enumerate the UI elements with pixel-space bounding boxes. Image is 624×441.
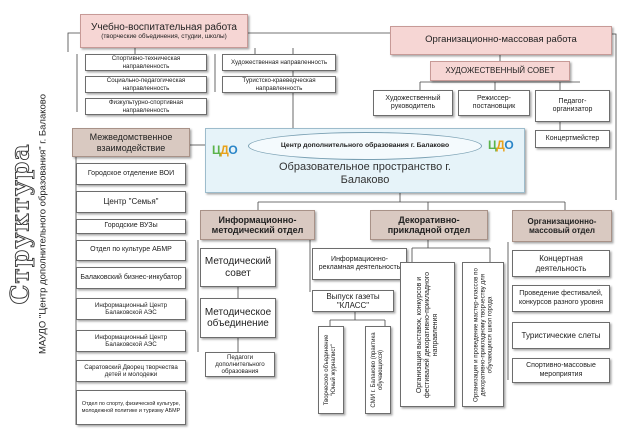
interdept-family: Центр "Семья" <box>76 191 186 213</box>
interdept-title-box: Межведомственное взаимодействие <box>72 128 190 157</box>
interdept-universities: Городские ВУЗы <box>76 219 186 234</box>
direction-sport: Физкультурно-спортивная направленность <box>85 98 207 115</box>
uv-work-subtitle: (творческие объединения, студии, школы) <box>101 33 227 41</box>
council-art-director: Художественный руководитель <box>373 90 453 116</box>
mass-festivals: Проведение фестивалей, конкурсов разного… <box>512 285 610 312</box>
mass-dept-title: Организационно-массовый отдел <box>512 210 612 242</box>
mass-tourism: Туристические слеты <box>512 322 610 349</box>
council-accompanist: Концертмейстер <box>535 130 610 148</box>
uv-left-line <box>67 32 80 52</box>
mass-concerts: Концертная деятельность <box>512 250 610 277</box>
structure-subtitle: МАУДО "Центр дополнительного образования… <box>37 93 49 355</box>
method-council: Методический совет <box>200 248 276 287</box>
om-right-line <box>612 33 617 200</box>
smi-box: СМИ г. Балаково (практика обучающихся) <box>365 326 391 414</box>
direction-tourism: Туристско-краеведческая направленность <box>222 76 336 93</box>
uv-work-box: Учебно-воспитательная работа (творческие… <box>80 14 248 48</box>
side-title-block: Структура <box>5 20 35 428</box>
newspaper-box: Выпуск газеты "КЛАСС" <box>312 290 394 312</box>
deco-dept-title: Декоративно-прикладной отдел <box>370 210 488 240</box>
interdept-culture: Отдел по культуре АБМР <box>76 240 186 261</box>
journalist-box: Творческое объединение "Юный журналист" <box>318 326 344 414</box>
side-subtitle-block: МАУДО "Центр дополнительного образования… <box>36 20 50 428</box>
interdept-nps-1: Информационный Центр Балаковской АЭС <box>76 298 186 320</box>
info-ad-box: Информационно-рекламная деятельность <box>312 248 407 280</box>
interdept-sport-dept: Отдел по спорту, физической культуре, мо… <box>76 390 186 425</box>
council-director: Режиссер-постановщик <box>458 90 530 116</box>
interdept-nps-2: Информационный Центр Балаковской АЭС <box>76 330 186 352</box>
uv-work-title: Учебно-воспитательная работа <box>91 21 237 33</box>
om-work-box: Организационно-массовая работа <box>390 26 612 55</box>
method-union: Методическое объединение <box>200 298 276 338</box>
exhibitions-box: Организация выставок, конкурсов и фестив… <box>400 262 455 407</box>
info-dept-title: Информационно-методический отдел <box>200 210 315 240</box>
interdept-voi: Городское отделение ВОИ <box>76 163 186 185</box>
direction-social-ped: Социально-педагогическая направленность <box>85 76 207 93</box>
direction-sport-tech: Спортивно-техническая направленность <box>85 54 207 71</box>
direction-art: Художественная направленность <box>222 54 336 71</box>
logo-right-icon: ЦДО <box>488 138 514 152</box>
logo-left-icon: ЦДО <box>212 143 238 157</box>
council-organizer: Педагог-организатор <box>535 90 610 122</box>
center-space-title: Образовательное пространство г. Балаково <box>279 161 451 186</box>
mass-sports: Спортивно-массовые мероприятия <box>512 358 610 383</box>
masterclasses-box: Организация и проведение мастер-классов … <box>462 262 504 407</box>
center-name-oval: Центр дополнительного образования г. Бал… <box>248 132 482 160</box>
teachers-box: Педагоги дополнительного образования <box>205 352 275 377</box>
structure-title: Структура <box>5 143 35 305</box>
interdept-palace: Саратовский Дворец творчества детей и мо… <box>76 360 186 382</box>
interdept-business: Балаковский бизнес-инкубатор <box>76 267 186 289</box>
art-council-box: ХУДОЖЕСТВЕННЫЙ СОВЕТ <box>430 61 570 81</box>
